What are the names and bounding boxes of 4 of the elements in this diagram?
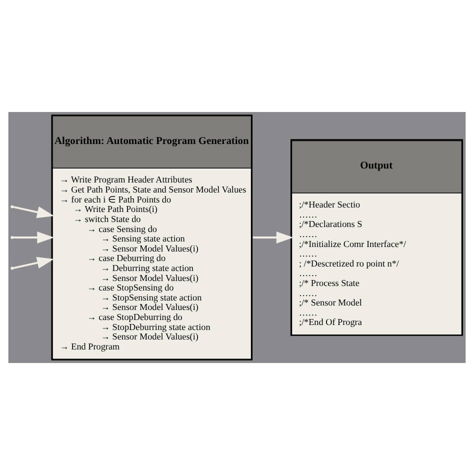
arrow [252, 231, 294, 243]
arrow [13, 205, 54, 218]
arrow [13, 256, 54, 269]
arrow [13, 231, 54, 243]
